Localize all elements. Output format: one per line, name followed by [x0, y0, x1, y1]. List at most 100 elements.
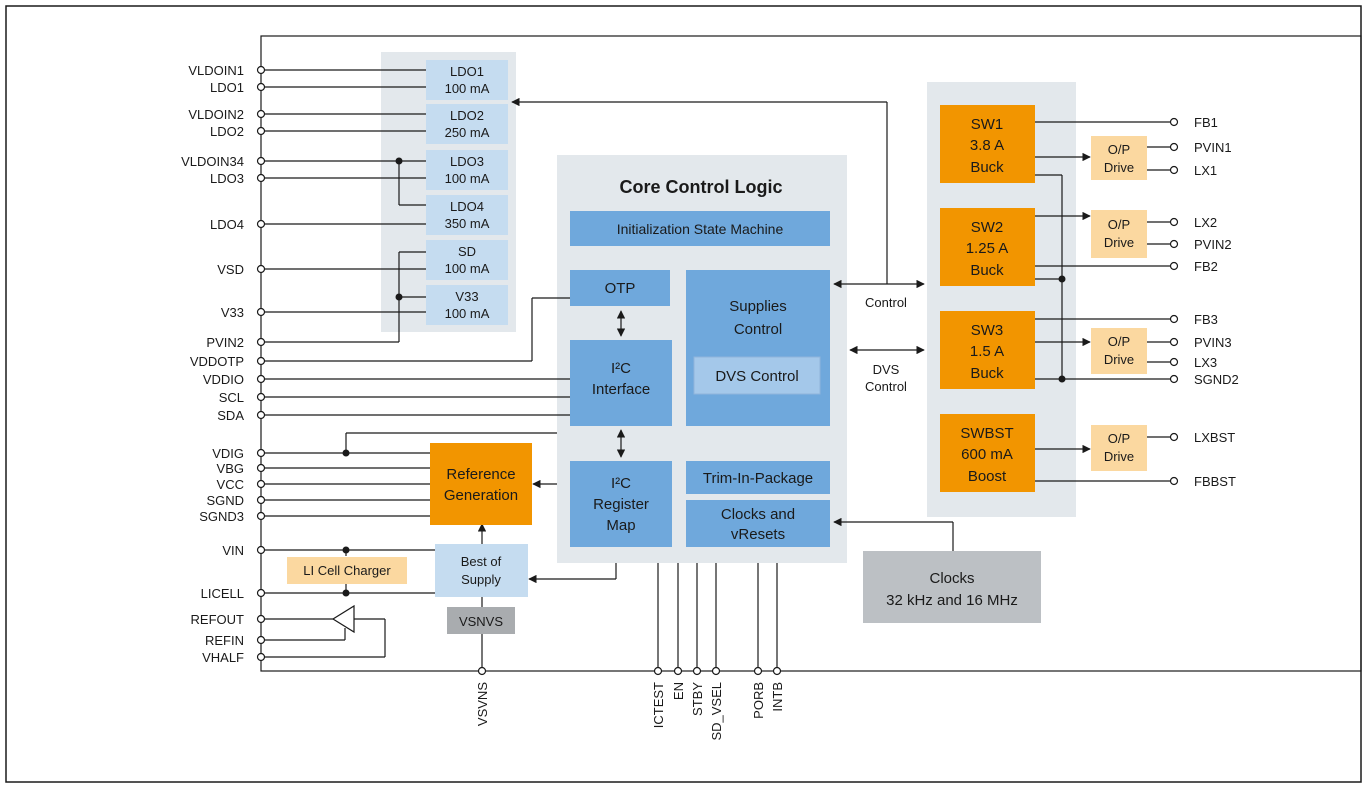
ldo-blocks: LDO1 100 mA LDO2 250 mA LDO3 100 mA LDO4… [426, 60, 508, 325]
drive3-block [1091, 328, 1147, 374]
ldo3-block [426, 150, 508, 190]
ldo3-name: LDO3 [450, 154, 484, 169]
pin-pvin3: PVIN3 [1194, 335, 1232, 350]
ldo4-block [426, 195, 508, 235]
pin-ldo2: LDO2 [210, 124, 244, 139]
core-title: Core Control Logic [620, 177, 783, 197]
pin-vldoin34: VLDOIN34 [181, 154, 244, 169]
ldo2-block [426, 104, 508, 144]
switcher-blocks: SW1 3.8 A Buck SW2 1.25 A Buck SW3 1.5 A… [940, 105, 1035, 492]
pin-ldo4: LDO4 [210, 217, 244, 232]
sw3-line1: SW3 [971, 322, 1004, 339]
dvs-control-label-line1: DVS [873, 362, 900, 377]
i2c-interface-line1: I²C [611, 360, 631, 377]
pin-fb2: FB2 [1194, 259, 1218, 274]
pin-porb: PORB [751, 682, 766, 719]
sw1-line3: Buck [970, 159, 1004, 176]
best-supply-line2: Supply [461, 572, 501, 587]
swbst-block [940, 414, 1035, 492]
pin-ictest: ICTEST [651, 682, 666, 728]
li-cell-charger-label: LI Cell Charger [303, 563, 391, 578]
clocks-resets-block [686, 500, 830, 547]
i2c-interface-block [570, 340, 672, 426]
v33-block [426, 285, 508, 325]
ldo3-rating: 100 mA [445, 171, 490, 186]
pin-stby: STBY [690, 682, 705, 716]
pin-vddotp: VDDOTP [190, 354, 244, 369]
pin-pvin2-right: PVIN2 [1194, 237, 1232, 252]
core-left-wiring [261, 297, 570, 517]
pin-vldoin1: VLDOIN1 [188, 63, 244, 78]
supplies-line2: Control [734, 321, 782, 338]
sd-name: SD [458, 244, 476, 259]
clocks-resets-line2: vResets [731, 526, 785, 543]
register-map-line2: Register [593, 496, 649, 513]
pin-sgnd2: SGND2 [1194, 372, 1239, 387]
drive4-line1: O/P [1108, 431, 1130, 446]
drive3-line2: Drive [1104, 352, 1134, 367]
ldo4-rating: 350 mA [445, 216, 490, 231]
pin-lxbst: LXBST [1194, 430, 1235, 445]
pin-ldo1: LDO1 [210, 80, 244, 95]
vsnvs-block-label: VSNVS [459, 614, 503, 629]
pin-lx3: LX3 [1194, 355, 1217, 370]
pin-v33: V33 [221, 305, 244, 320]
sw1-line2: 3.8 A [970, 137, 1004, 154]
pin-lx2: LX2 [1194, 215, 1217, 230]
drive2-block [1091, 210, 1147, 258]
pin-ldo3: LDO3 [210, 171, 244, 186]
init-label: Initialization State Machine [617, 221, 784, 237]
pin-sgnd3: SGND3 [199, 509, 244, 524]
reference-line2: Generation [444, 487, 518, 504]
register-map-line1: I²C [611, 475, 631, 492]
best-of-supply-block [435, 544, 528, 597]
sw3-line3: Buck [970, 365, 1004, 382]
pin-licell: LICELL [201, 586, 244, 601]
pin-fb1: FB1 [1194, 115, 1218, 130]
core-control-logic: Core Control Logic Initialization State … [570, 177, 830, 547]
otp-label: OTP [605, 280, 636, 297]
clocks-line1: Clocks [929, 570, 974, 587]
sw1-block [940, 105, 1035, 183]
reference-line1: Reference [446, 466, 515, 483]
chip-boundary [260, 35, 1362, 672]
dvs-control-label-line2: Control [865, 379, 907, 394]
pin-fbbst: FBBST [1194, 474, 1236, 489]
control-arrows [511, 97, 925, 355]
left-pins: VLDOIN1 LDO1 VLDOIN2 LDO2 VLDOIN34 LDO3 … [181, 63, 266, 665]
pin-intb: INTB [770, 682, 785, 712]
bottom-wiring [657, 563, 778, 671]
pin-vldoin2: VLDOIN2 [188, 107, 244, 122]
drive4-line2: Drive [1104, 449, 1134, 464]
sw2-line1: SW2 [971, 219, 1004, 236]
dvs-control-label: DVS Control [715, 368, 798, 385]
pin-scl: SCL [219, 390, 244, 405]
ldo1-rating: 100 mA [445, 81, 490, 96]
pin-vhalf: VHALF [202, 650, 244, 665]
dvs-control-block [693, 356, 821, 395]
sw3-line2: 1.5 A [970, 343, 1004, 360]
sw2-line2: 1.25 A [966, 240, 1009, 257]
ldo2-rating: 250 mA [445, 125, 490, 140]
pin-sda: SDA [217, 408, 244, 423]
sd-rating: 100 mA [445, 261, 490, 276]
drive1-line1: O/P [1108, 142, 1130, 157]
pin-sgnd: SGND [206, 493, 244, 508]
trim-label: Trim-In-Package [703, 470, 813, 487]
drive4-block [1091, 425, 1147, 471]
drive3-line1: O/P [1108, 334, 1130, 349]
register-map-block [570, 461, 672, 547]
sw2-block [940, 208, 1035, 286]
init-state-machine [570, 211, 830, 246]
clocks-line2: 32 kHz and 16 MHz [886, 592, 1018, 609]
supplies-line1: Supplies [729, 298, 787, 315]
v33-name: V33 [455, 289, 478, 304]
ldo4-name: LDO4 [450, 199, 484, 214]
pin-vsd: VSD [217, 262, 244, 277]
supplies-control-block [686, 270, 830, 426]
sd-block [426, 240, 508, 280]
pin-en: EN [671, 682, 686, 700]
ldo-wiring [261, 69, 426, 343]
sw1-line1: SW1 [971, 116, 1004, 133]
